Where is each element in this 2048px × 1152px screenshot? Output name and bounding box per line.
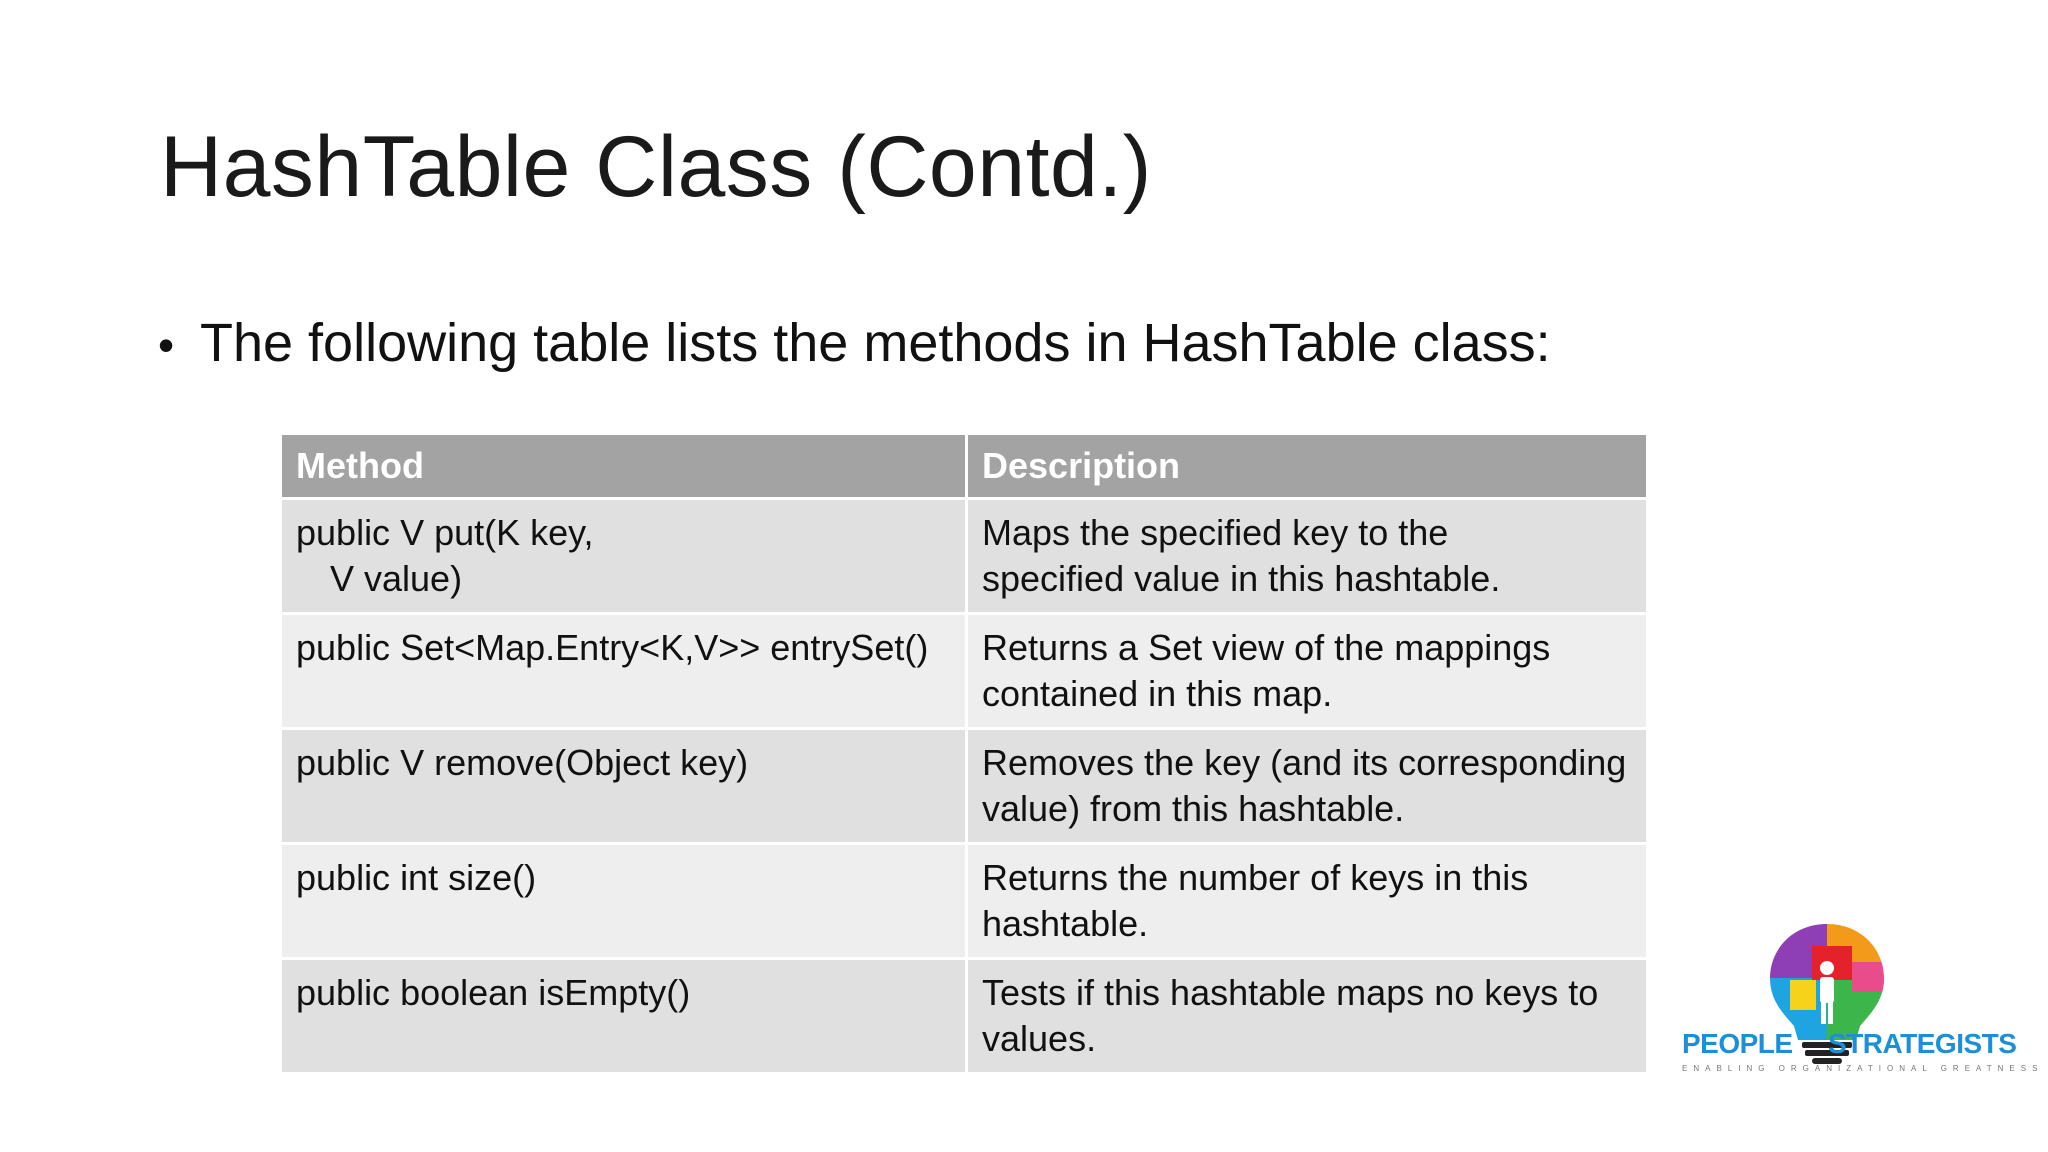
description-text: value) from this hashtable. bbox=[982, 788, 1405, 829]
slide-title: HashTable Class (Contd.) bbox=[160, 119, 1152, 215]
description-text: values. bbox=[982, 1018, 1097, 1059]
table-row: public Set<Map.Entry<K,V>> entrySet() Re… bbox=[282, 615, 1646, 727]
table-row: public boolean isEmpty() Tests if this h… bbox=[282, 960, 1646, 1072]
logo-word-people: PEOPLE bbox=[1682, 1028, 1793, 1059]
company-logo: PEOPLE STRATEGISTS ENABLING ORGANIZATION… bbox=[1682, 916, 2044, 1096]
description-cell: Maps the specified key to the specified … bbox=[968, 500, 1646, 612]
bullet-text: The following table lists the methods in… bbox=[200, 313, 1551, 373]
description-text: hashtable. bbox=[982, 903, 1149, 944]
method-text: public V put(K key, bbox=[296, 512, 594, 553]
description-text: Tests if this hashtable maps no keys to bbox=[982, 972, 1599, 1013]
description-cell: Returns the number of keys in this hasht… bbox=[968, 845, 1646, 957]
description-cell: Returns a Set view of the mappings conta… bbox=[968, 615, 1646, 727]
description-text: contained in this map. bbox=[982, 673, 1333, 714]
method-cell: public int size() bbox=[282, 845, 965, 957]
description-cell: Removes the key (and its corresponding v… bbox=[968, 730, 1646, 842]
description-text: specified value in this hashtable. bbox=[982, 558, 1501, 599]
description-cell: Tests if this hashtable maps no keys to … bbox=[968, 960, 1646, 1072]
table-row: public int size() Returns the number of … bbox=[282, 845, 1646, 957]
method-cell: public boolean isEmpty() bbox=[282, 960, 965, 1072]
method-text: public int size() bbox=[296, 857, 537, 898]
method-text: public V remove(Object key) bbox=[296, 742, 749, 783]
table-row: public V remove(Object key) Removes the … bbox=[282, 730, 1646, 842]
method-cell: public V remove(Object key) bbox=[282, 730, 965, 842]
method-text: public boolean isEmpty() bbox=[296, 972, 691, 1013]
method-text: public Set<Map.Entry<K,V>> entrySet() bbox=[296, 627, 929, 668]
method-text: V value) bbox=[330, 558, 463, 599]
bullet-symbol: • bbox=[158, 319, 175, 371]
method-cell: public Set<Map.Entry<K,V>> entrySet() bbox=[282, 615, 965, 727]
table-header-row: Method Description bbox=[282, 435, 1646, 497]
logo-word-strategists: STRATEGISTS bbox=[1828, 1028, 2017, 1059]
bullet-point: • The following table lists the methods … bbox=[158, 312, 1551, 374]
description-text: Returns a Set view of the mappings bbox=[982, 627, 1551, 668]
description-text: Returns the number of keys in this bbox=[982, 857, 1529, 898]
header-description: Description bbox=[968, 435, 1646, 497]
description-text: Removes the key (and its corresponding bbox=[982, 742, 1627, 783]
header-method: Method bbox=[282, 435, 965, 497]
table-row: public V put(K key, V value) Maps the sp… bbox=[282, 500, 1646, 612]
method-cell: public V put(K key, V value) bbox=[282, 500, 965, 612]
logo-tagline: ENABLING ORGANIZATIONAL GREATNESS bbox=[1682, 1064, 2044, 1073]
lightbulb-puzzle-icon bbox=[1770, 924, 1884, 1064]
methods-table: Method Description public V put(K key, V… bbox=[279, 432, 1649, 1075]
description-text: Maps the specified key to the bbox=[982, 512, 1449, 553]
